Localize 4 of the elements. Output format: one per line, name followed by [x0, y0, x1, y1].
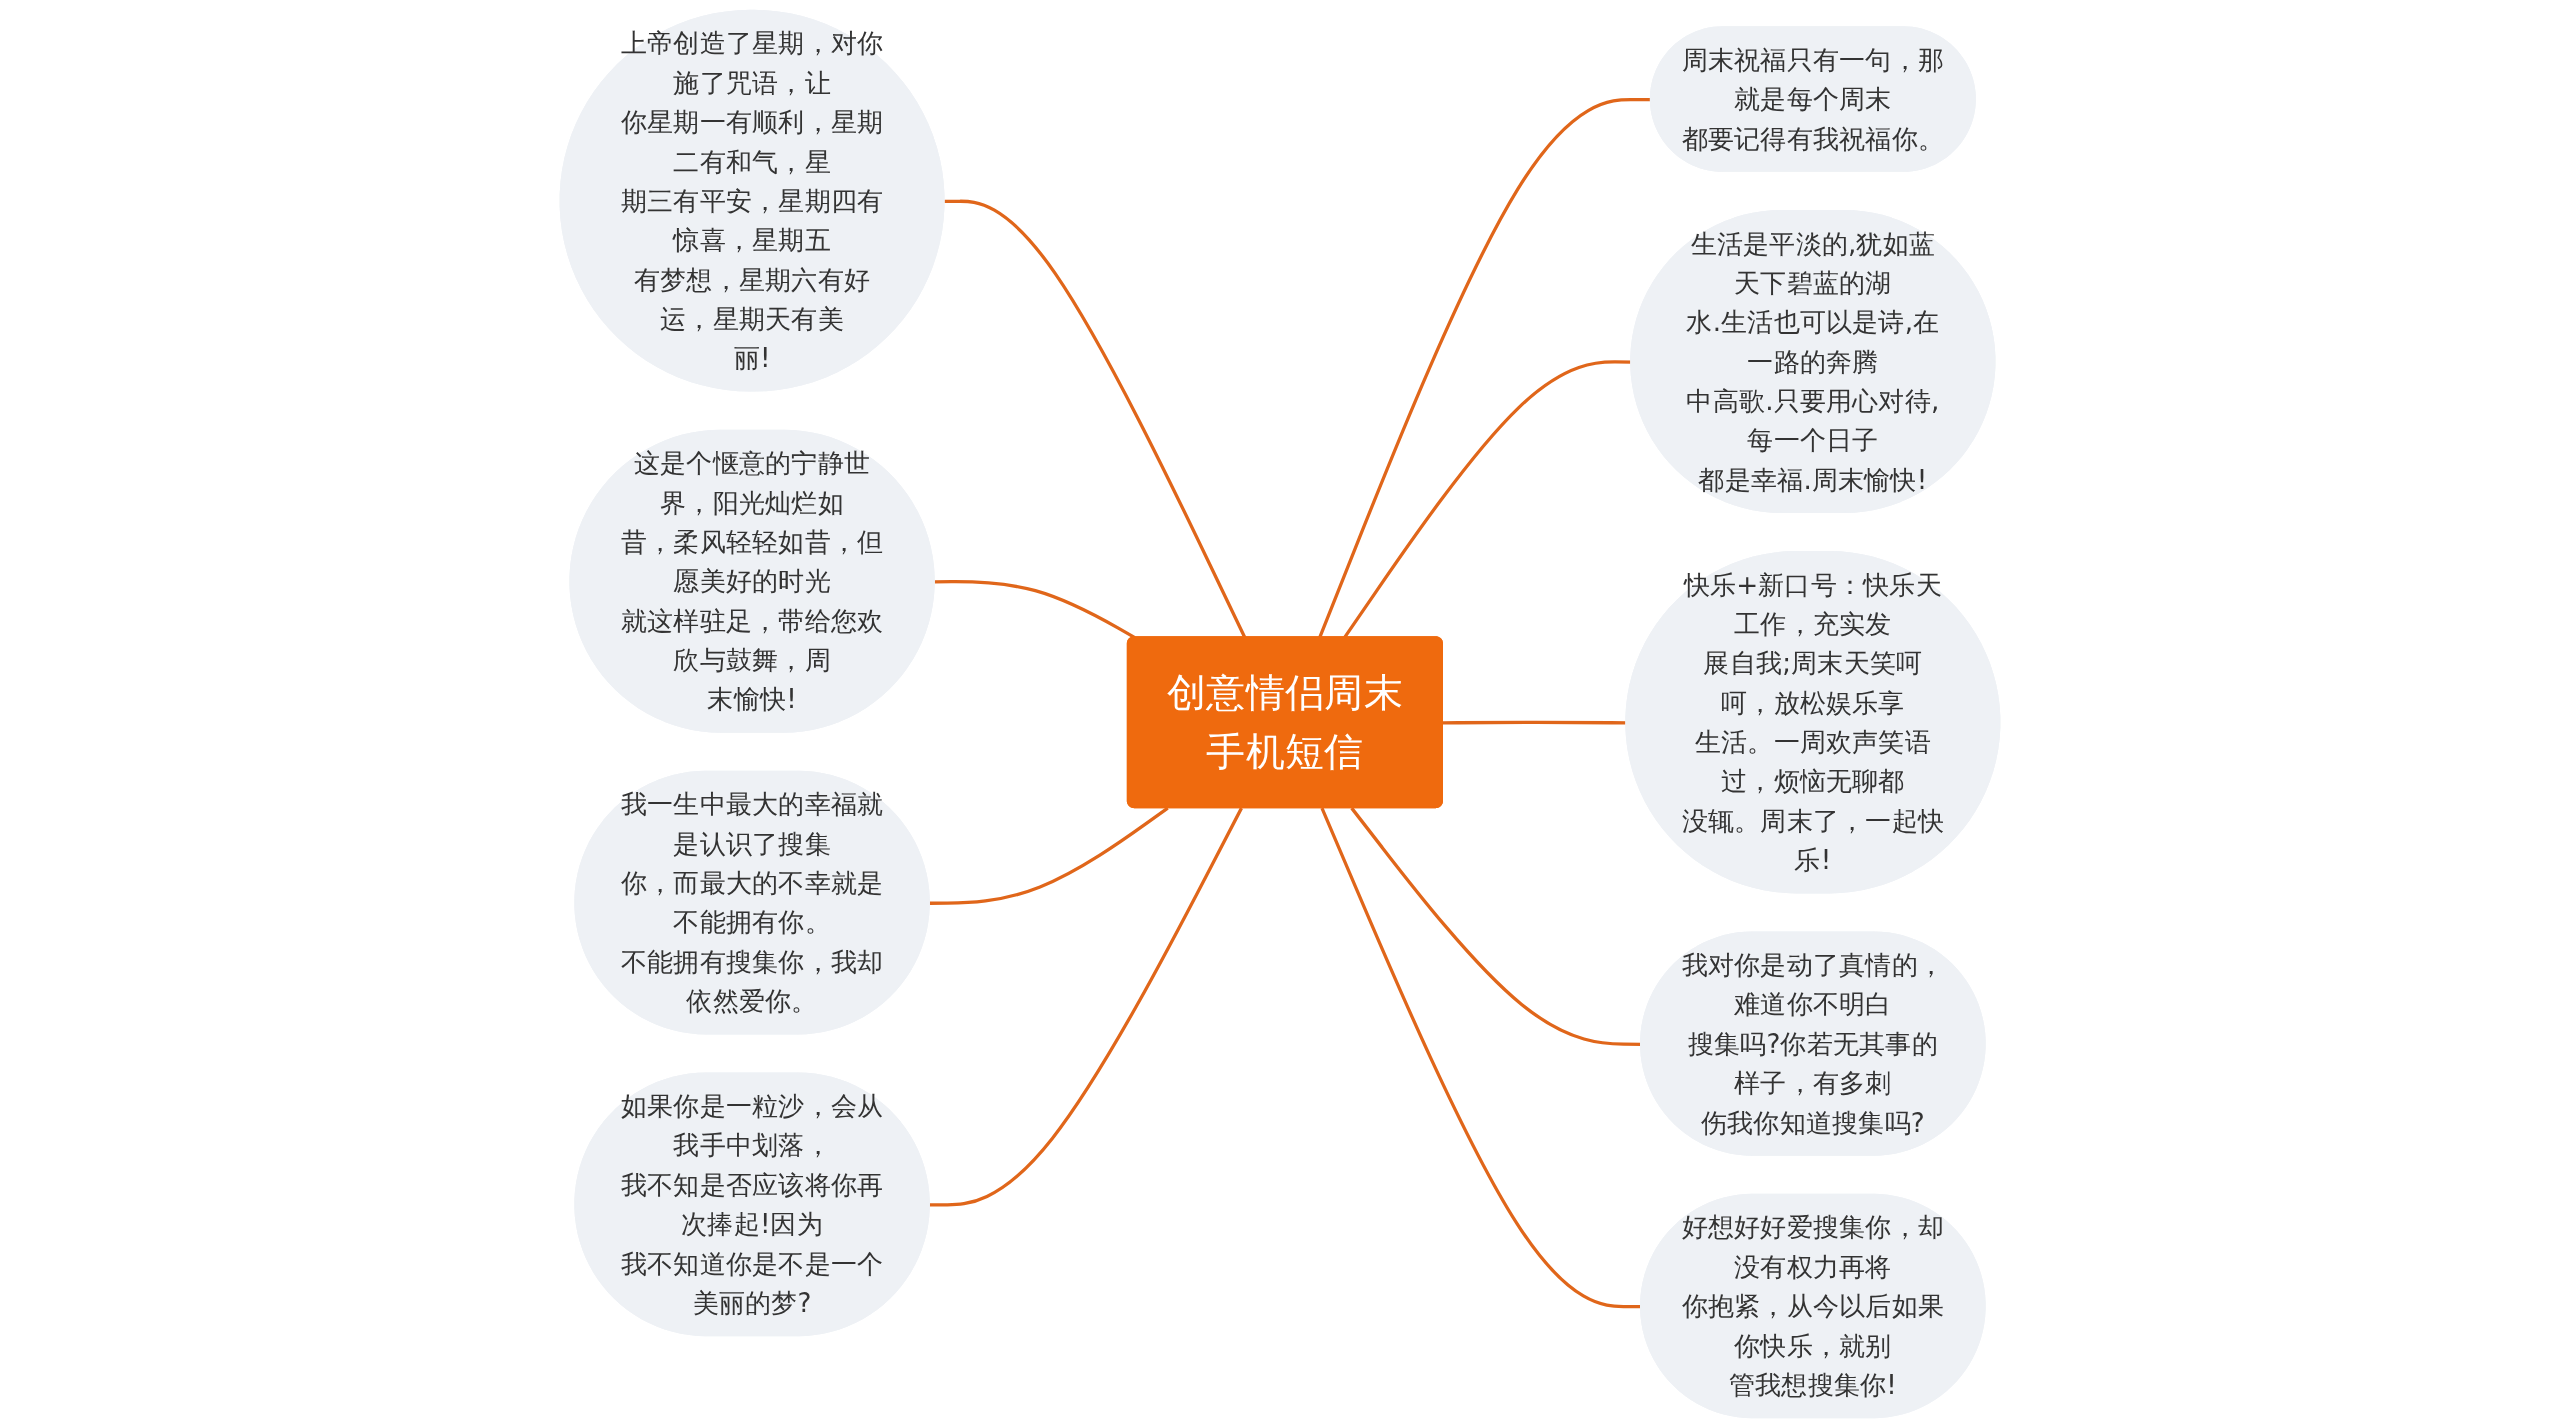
connector [1442, 720, 1627, 725]
connector [929, 807, 1243, 1207]
connector [934, 580, 1136, 639]
connector [929, 806, 1169, 905]
